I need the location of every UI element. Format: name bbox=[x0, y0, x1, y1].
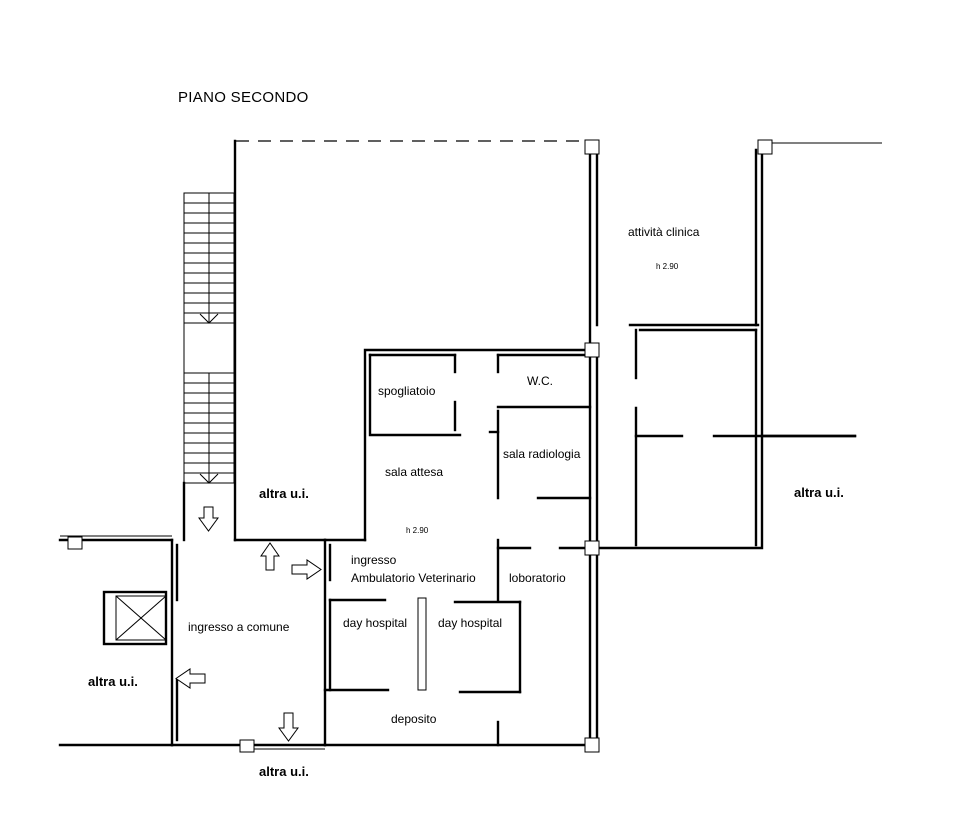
room-day-hospital-2: day hospital bbox=[438, 616, 502, 630]
arrow-down-icon bbox=[198, 506, 219, 532]
room-ingresso-comune: ingresso a comune bbox=[188, 620, 290, 634]
height-attesa: h 2.90 bbox=[406, 526, 429, 535]
room-laboratorio: loboratorio bbox=[509, 571, 566, 585]
room-sala-radiologia: sala radiologia bbox=[503, 447, 581, 461]
room-spogliatoio: spogliatoio bbox=[378, 384, 436, 398]
walls bbox=[58, 139, 857, 750]
room-deposito: deposito bbox=[391, 712, 437, 726]
structural-columns bbox=[67, 139, 773, 753]
room-ingresso: ingresso bbox=[351, 553, 397, 567]
height-clinica: h 2.90 bbox=[656, 262, 679, 271]
neighbour-unit-bottom: altra u.i. bbox=[259, 764, 309, 779]
neighbour-unit-middle: altra u.i. bbox=[259, 486, 309, 501]
neighbour-unit-left: altra u.i. bbox=[88, 674, 138, 689]
direction-arrows bbox=[175, 506, 322, 742]
room-ambulatorio: Ambulatorio Veterinario bbox=[351, 571, 476, 585]
room-wc: W.C. bbox=[527, 374, 553, 388]
floor-title: PIANO SECONDO bbox=[178, 89, 309, 106]
staircase bbox=[183, 192, 235, 484]
room-attivita-clinica: attività clinica bbox=[628, 225, 700, 239]
arrow-up-icon bbox=[260, 542, 280, 571]
arrow-right-icon bbox=[291, 559, 322, 580]
arrow-down-bottom-icon bbox=[278, 712, 299, 742]
room-day-hospital-1: day hospital bbox=[343, 616, 407, 630]
room-sala-attesa: sala attesa bbox=[385, 465, 443, 479]
elevator-shaft bbox=[102, 590, 168, 646]
neighbour-unit-right: altra u.i. bbox=[794, 485, 844, 500]
arrow-left-icon bbox=[175, 668, 206, 689]
